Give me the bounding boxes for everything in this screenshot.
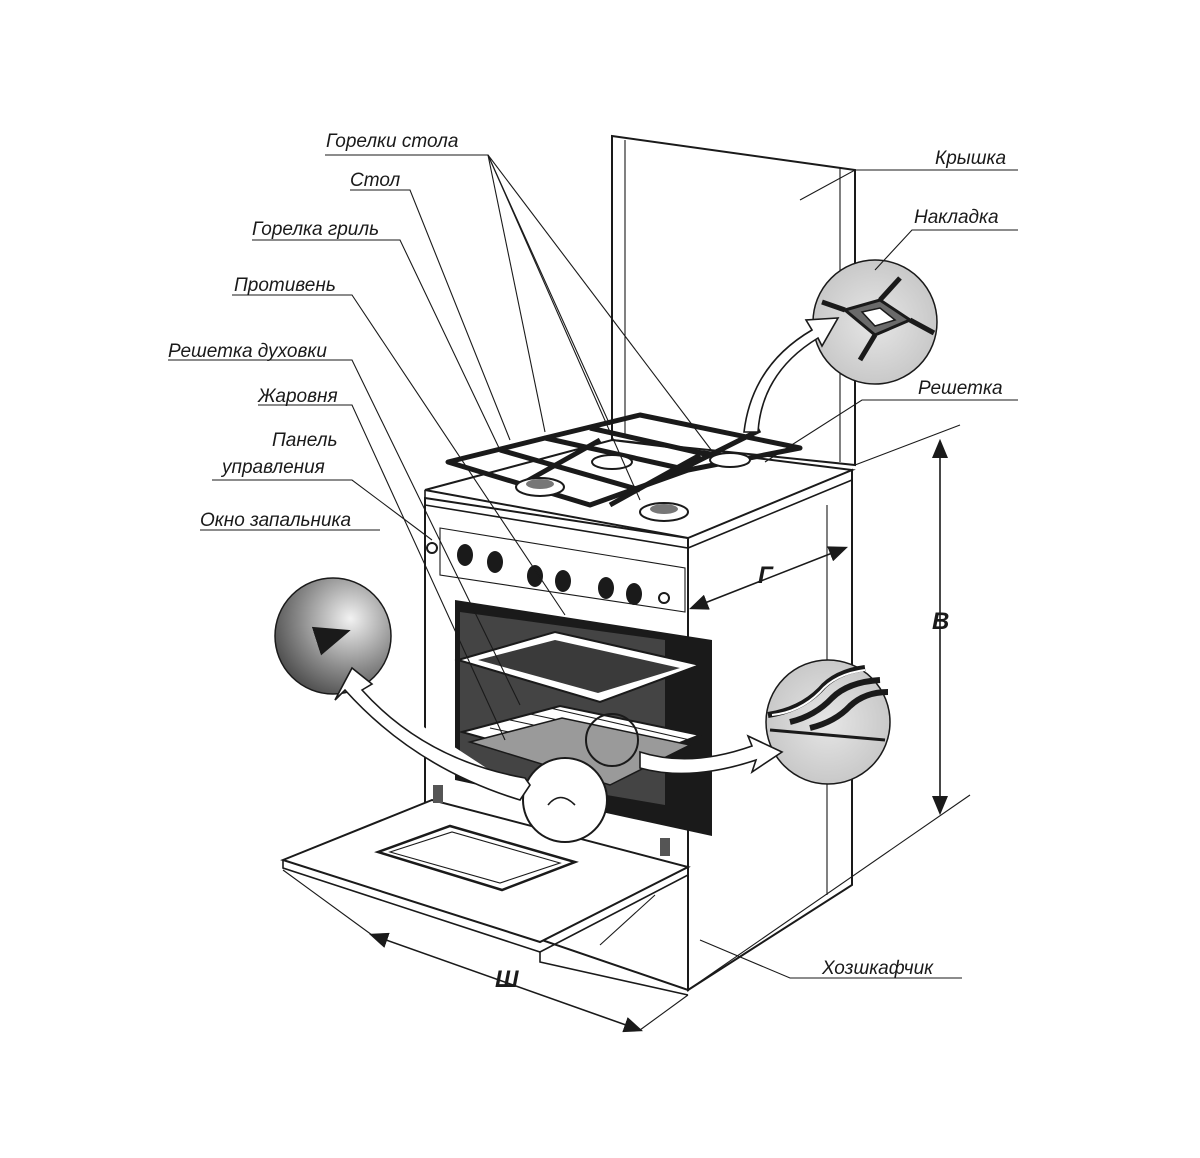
baking-tray <box>454 630 704 704</box>
label-lid: Крышка <box>935 148 1007 169</box>
dimension-lines <box>282 424 961 1033</box>
dimension-depth: Г <box>758 562 773 589</box>
label-oven-rack: Решетка духовки <box>168 341 327 362</box>
label-baking-tray: Противень <box>234 275 336 296</box>
label-roasting-pan: Жаровня <box>258 386 338 407</box>
label-storage-drawer: Хозшкафчик <box>822 958 934 979</box>
burner-grates <box>445 412 803 522</box>
detail-arrows <box>334 317 840 801</box>
dimension-width: Ш <box>495 966 519 993</box>
label-grate: Решетка <box>918 378 1003 399</box>
ignition-window-detail <box>274 577 608 843</box>
label-ignition-window: Окно запальника <box>200 510 352 531</box>
label-grill-burner: Горелка гриль <box>252 219 380 240</box>
leader-lines <box>168 154 1018 979</box>
oven-door <box>280 785 691 953</box>
rack-detail <box>585 659 891 785</box>
label-overlay: Накладка <box>914 207 999 228</box>
overlay-detail <box>812 259 938 385</box>
dimension-height: В <box>932 608 950 635</box>
label-table: Стол <box>350 170 401 191</box>
label-control-panel-2: управления <box>222 457 325 478</box>
control-panel-drawing <box>426 527 686 613</box>
label-burners-table: Горелки стола <box>326 131 459 152</box>
label-control-panel-1: Панель <box>272 430 338 451</box>
